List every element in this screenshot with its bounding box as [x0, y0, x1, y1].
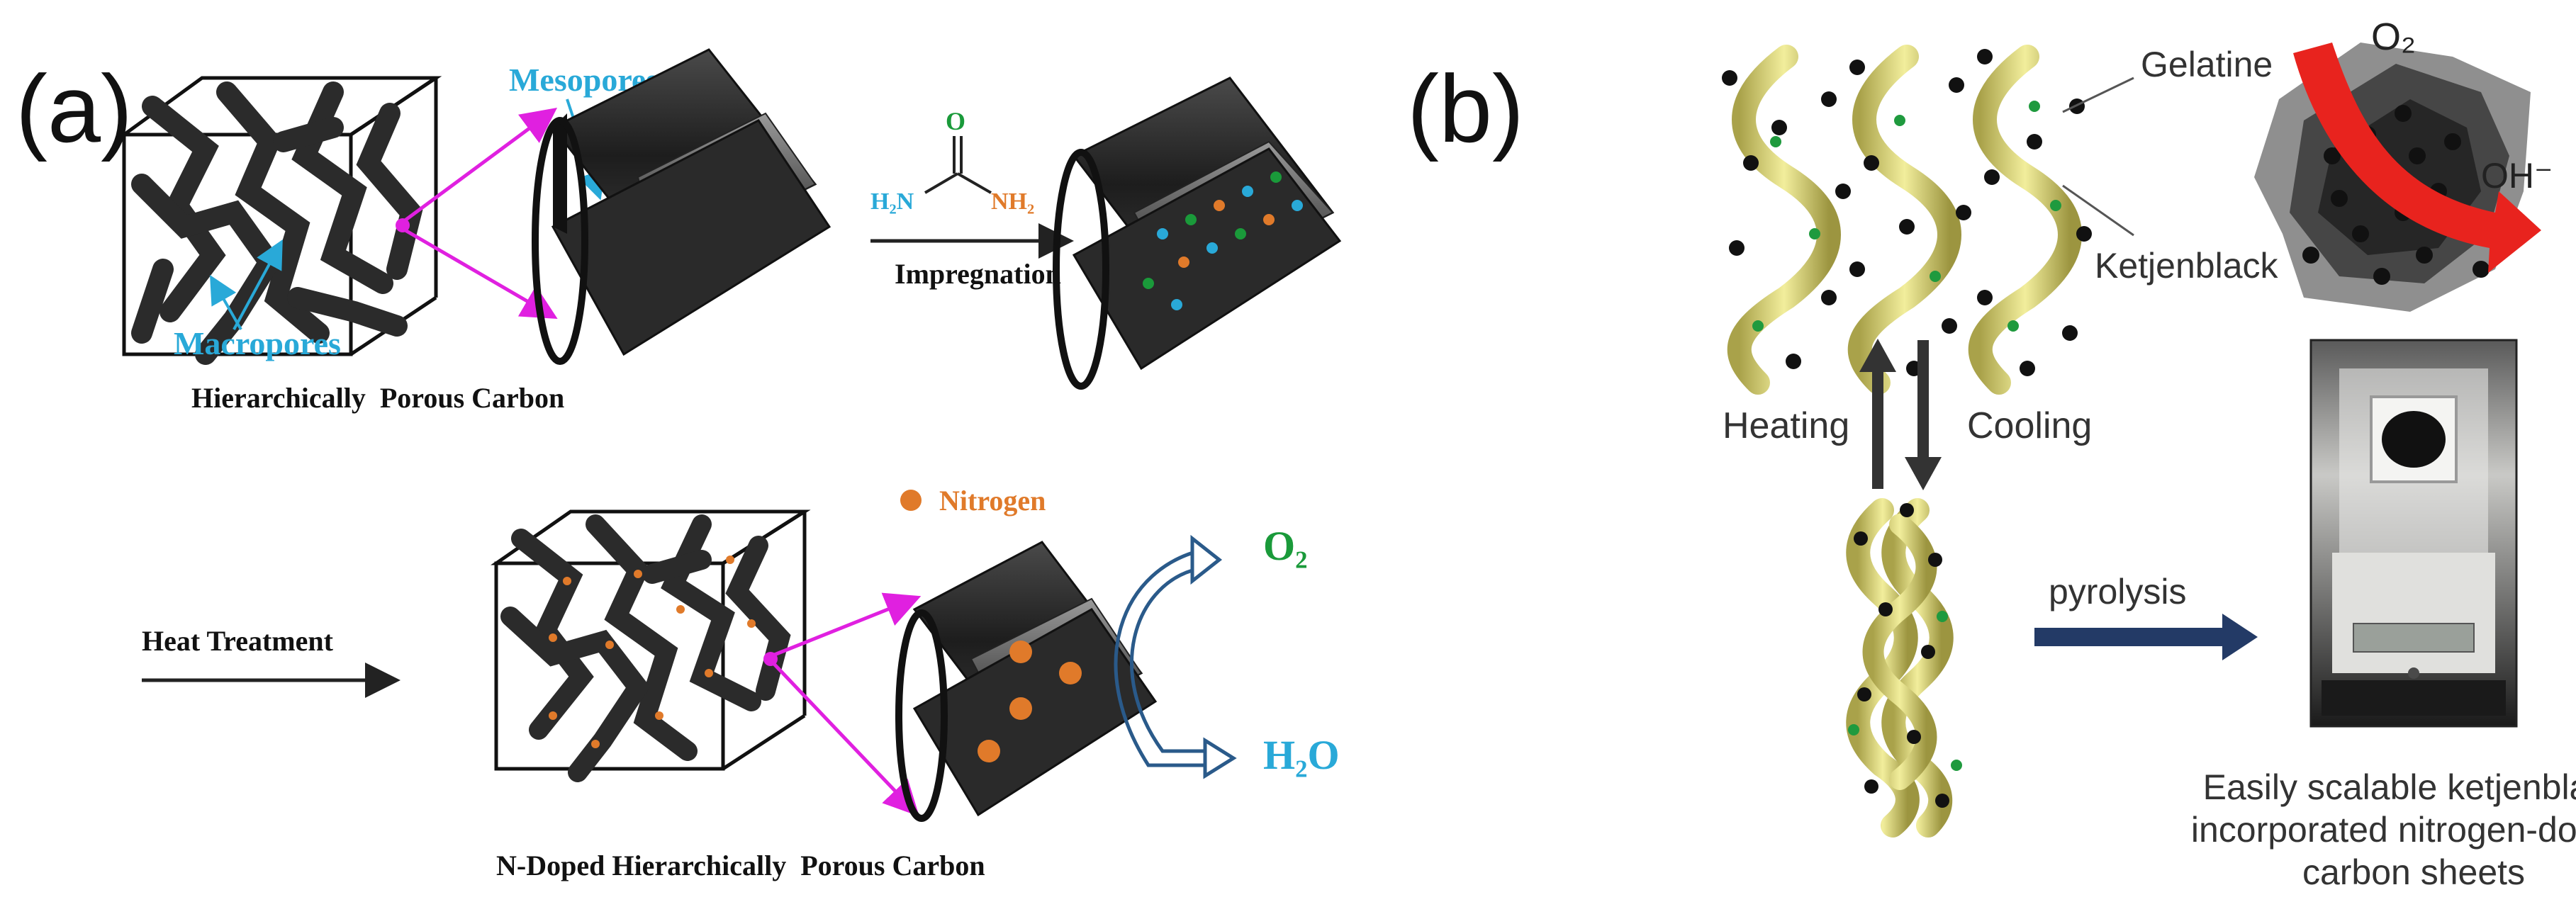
zoom-line-bottom-1 — [403, 227, 558, 320]
triple-helix — [1846, 498, 1954, 838]
result-caption-line-3: carbon sheets — [2302, 852, 2525, 892]
gelatine-helices — [1727, 45, 2082, 395]
gelatine-label: Gelatine — [2141, 45, 2273, 84]
helix-green-markers-top — [1752, 101, 2061, 332]
helix-2 — [1847, 45, 1961, 395]
helix-3 — [1968, 45, 2082, 395]
cooling-label: Cooling — [1967, 405, 2092, 446]
nitrogen-dot-3 — [1009, 697, 1032, 720]
hpc-carbon-network — [131, 81, 423, 365]
mesopore-tube-1 — [532, 48, 831, 365]
urea-o-label: O — [946, 107, 965, 135]
impregnation-label: Impregnation — [895, 258, 1061, 290]
result-caption-line-2: incorporated nitrogen-doped — [2191, 810, 2576, 850]
carbon-sheet-illustration — [2254, 43, 2541, 312]
ketjenblack-pointer — [2062, 184, 2134, 237]
macropores-label: Macropores — [174, 325, 341, 361]
pyrolysis-label: pyrolysis — [2049, 572, 2186, 611]
red-reaction-arrow — [2293, 43, 2541, 273]
panel-a: (a) Mesopores Macropores Hierarchically … — [16, 48, 1342, 881]
macropores-pointer-2 — [210, 275, 242, 330]
pyrolysis-arrow — [2034, 614, 2258, 660]
impregnated-tube — [1053, 77, 1342, 390]
heat-treatment-label: Heat Treatment — [142, 625, 334, 657]
helix-1 — [1727, 45, 1841, 395]
ketjenblack-label: Ketjenblack — [2095, 246, 2278, 286]
zoom-line-top-2 — [772, 592, 922, 658]
sheet-o2-label: O₂ — [2371, 16, 2416, 58]
ndoped-nitrogen-dots — [549, 556, 756, 748]
urea-nh2-label: NH₂ — [991, 188, 1034, 215]
sheet-oh-label: OH⁻ — [2481, 156, 2553, 196]
ndoped-caption: N-Doped Hierarchically Porous Carbon — [496, 850, 985, 881]
orr-o2-label: O₂ — [1263, 523, 1308, 569]
panel-b: (b) Gelatine Ketjenblack — [1407, 16, 2576, 892]
zoom-line-top-1 — [403, 108, 558, 223]
impregnated-molecules — [1143, 171, 1303, 310]
nitrogen-legend-label: Nitrogen — [939, 485, 1046, 517]
result-caption-line-1: Easily scalable ketjenblack — [2203, 767, 2576, 807]
heating-cooling-arrows — [1859, 339, 1942, 490]
ndoped-tube — [895, 541, 1158, 822]
panel-a-label: (a) — [16, 55, 133, 162]
urea-molecule: O H₂N NH₂ — [870, 107, 1034, 215]
balance-photo — [2309, 339, 2518, 728]
ketjenblack-particles-top — [1722, 49, 2092, 376]
urea-h2n-label: H₂N — [870, 188, 914, 215]
orr-h2o-label: H₂O — [1263, 732, 1340, 778]
ketjenblack-particles-bottom — [1854, 503, 1949, 808]
helix-green-markers-bottom — [1848, 611, 1962, 771]
nitrogen-dot-2 — [1059, 662, 1082, 684]
nitrogen-dot-4 — [978, 740, 1000, 762]
macropores-pointer-1 — [233, 239, 283, 330]
zoom-line-bottom-2 — [771, 661, 919, 817]
heating-label: Heating — [1723, 405, 1849, 446]
gelatine-pointer — [2062, 77, 2134, 113]
nitrogen-dot-1 — [1009, 641, 1032, 663]
orr-curved-arrow — [1114, 534, 1237, 779]
hpc-caption: Hierarchically Porous Carbon — [191, 382, 564, 414]
panel-b-label: (b) — [1407, 55, 1524, 162]
nitrogen-legend-dot — [900, 490, 922, 511]
